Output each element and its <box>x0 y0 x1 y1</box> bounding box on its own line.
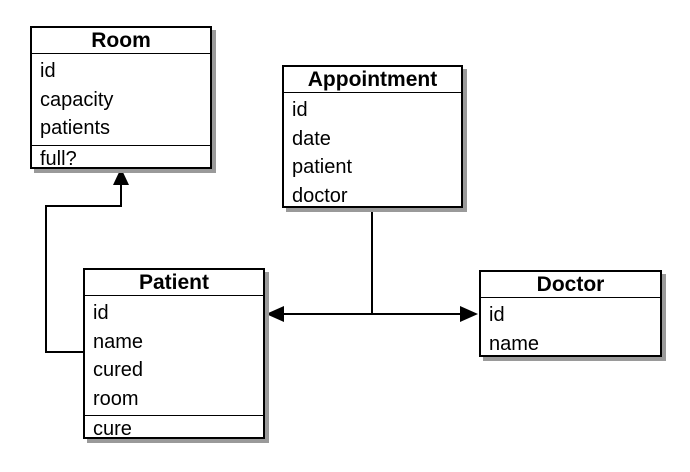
doctor-arrowhead <box>460 306 478 322</box>
room-attr-id: id <box>40 60 56 82</box>
room-class-name: Room <box>32 28 210 54</box>
room-attr-patients: patients <box>40 117 111 139</box>
room-class-box: Room id capacity patients full? <box>30 26 212 170</box>
doctor-attributes: id name <box>481 298 660 360</box>
patient-op-cure: cure <box>93 418 132 440</box>
room-attr-capacity: capacity <box>40 88 114 111</box>
doctor-class-box: Doctor id name <box>479 270 662 357</box>
appointment-attr-date: date <box>292 127 331 150</box>
patient-room-connector <box>45 185 122 353</box>
appointment-attributes: id date patient doctor <box>284 93 461 212</box>
patient-operations: cure <box>85 415 263 443</box>
patient-attr-room: room <box>93 387 139 410</box>
patient-class-box: Patient id name cured room cure <box>83 268 265 440</box>
patient-attr-id: id <box>93 302 109 324</box>
room-op-full: full? <box>40 147 77 170</box>
patient-arrowhead <box>266 306 284 322</box>
appointment-attr-id: id <box>292 99 308 121</box>
room-operations: full? <box>32 144 210 173</box>
patient-attributes: id name cured room <box>85 296 263 415</box>
doctor-attr-id: id <box>489 304 505 326</box>
doctor-class-name: Doctor <box>481 272 660 298</box>
patient-attr-cured: cured <box>93 359 144 381</box>
appointment-attr-patient: patient <box>292 156 353 178</box>
room-arrowhead <box>113 168 129 185</box>
appointment-class-name: Appointment <box>284 67 461 93</box>
patient-class-name: Patient <box>85 270 263 296</box>
room-attributes: id capacity patients <box>32 54 210 145</box>
appointment-attr-doctor: doctor <box>292 184 348 207</box>
doctor-attr-name: name <box>489 332 540 355</box>
appointment-class-box: Appointment id date patient doctor <box>282 65 463 208</box>
patient-attr-name: name <box>93 330 144 353</box>
